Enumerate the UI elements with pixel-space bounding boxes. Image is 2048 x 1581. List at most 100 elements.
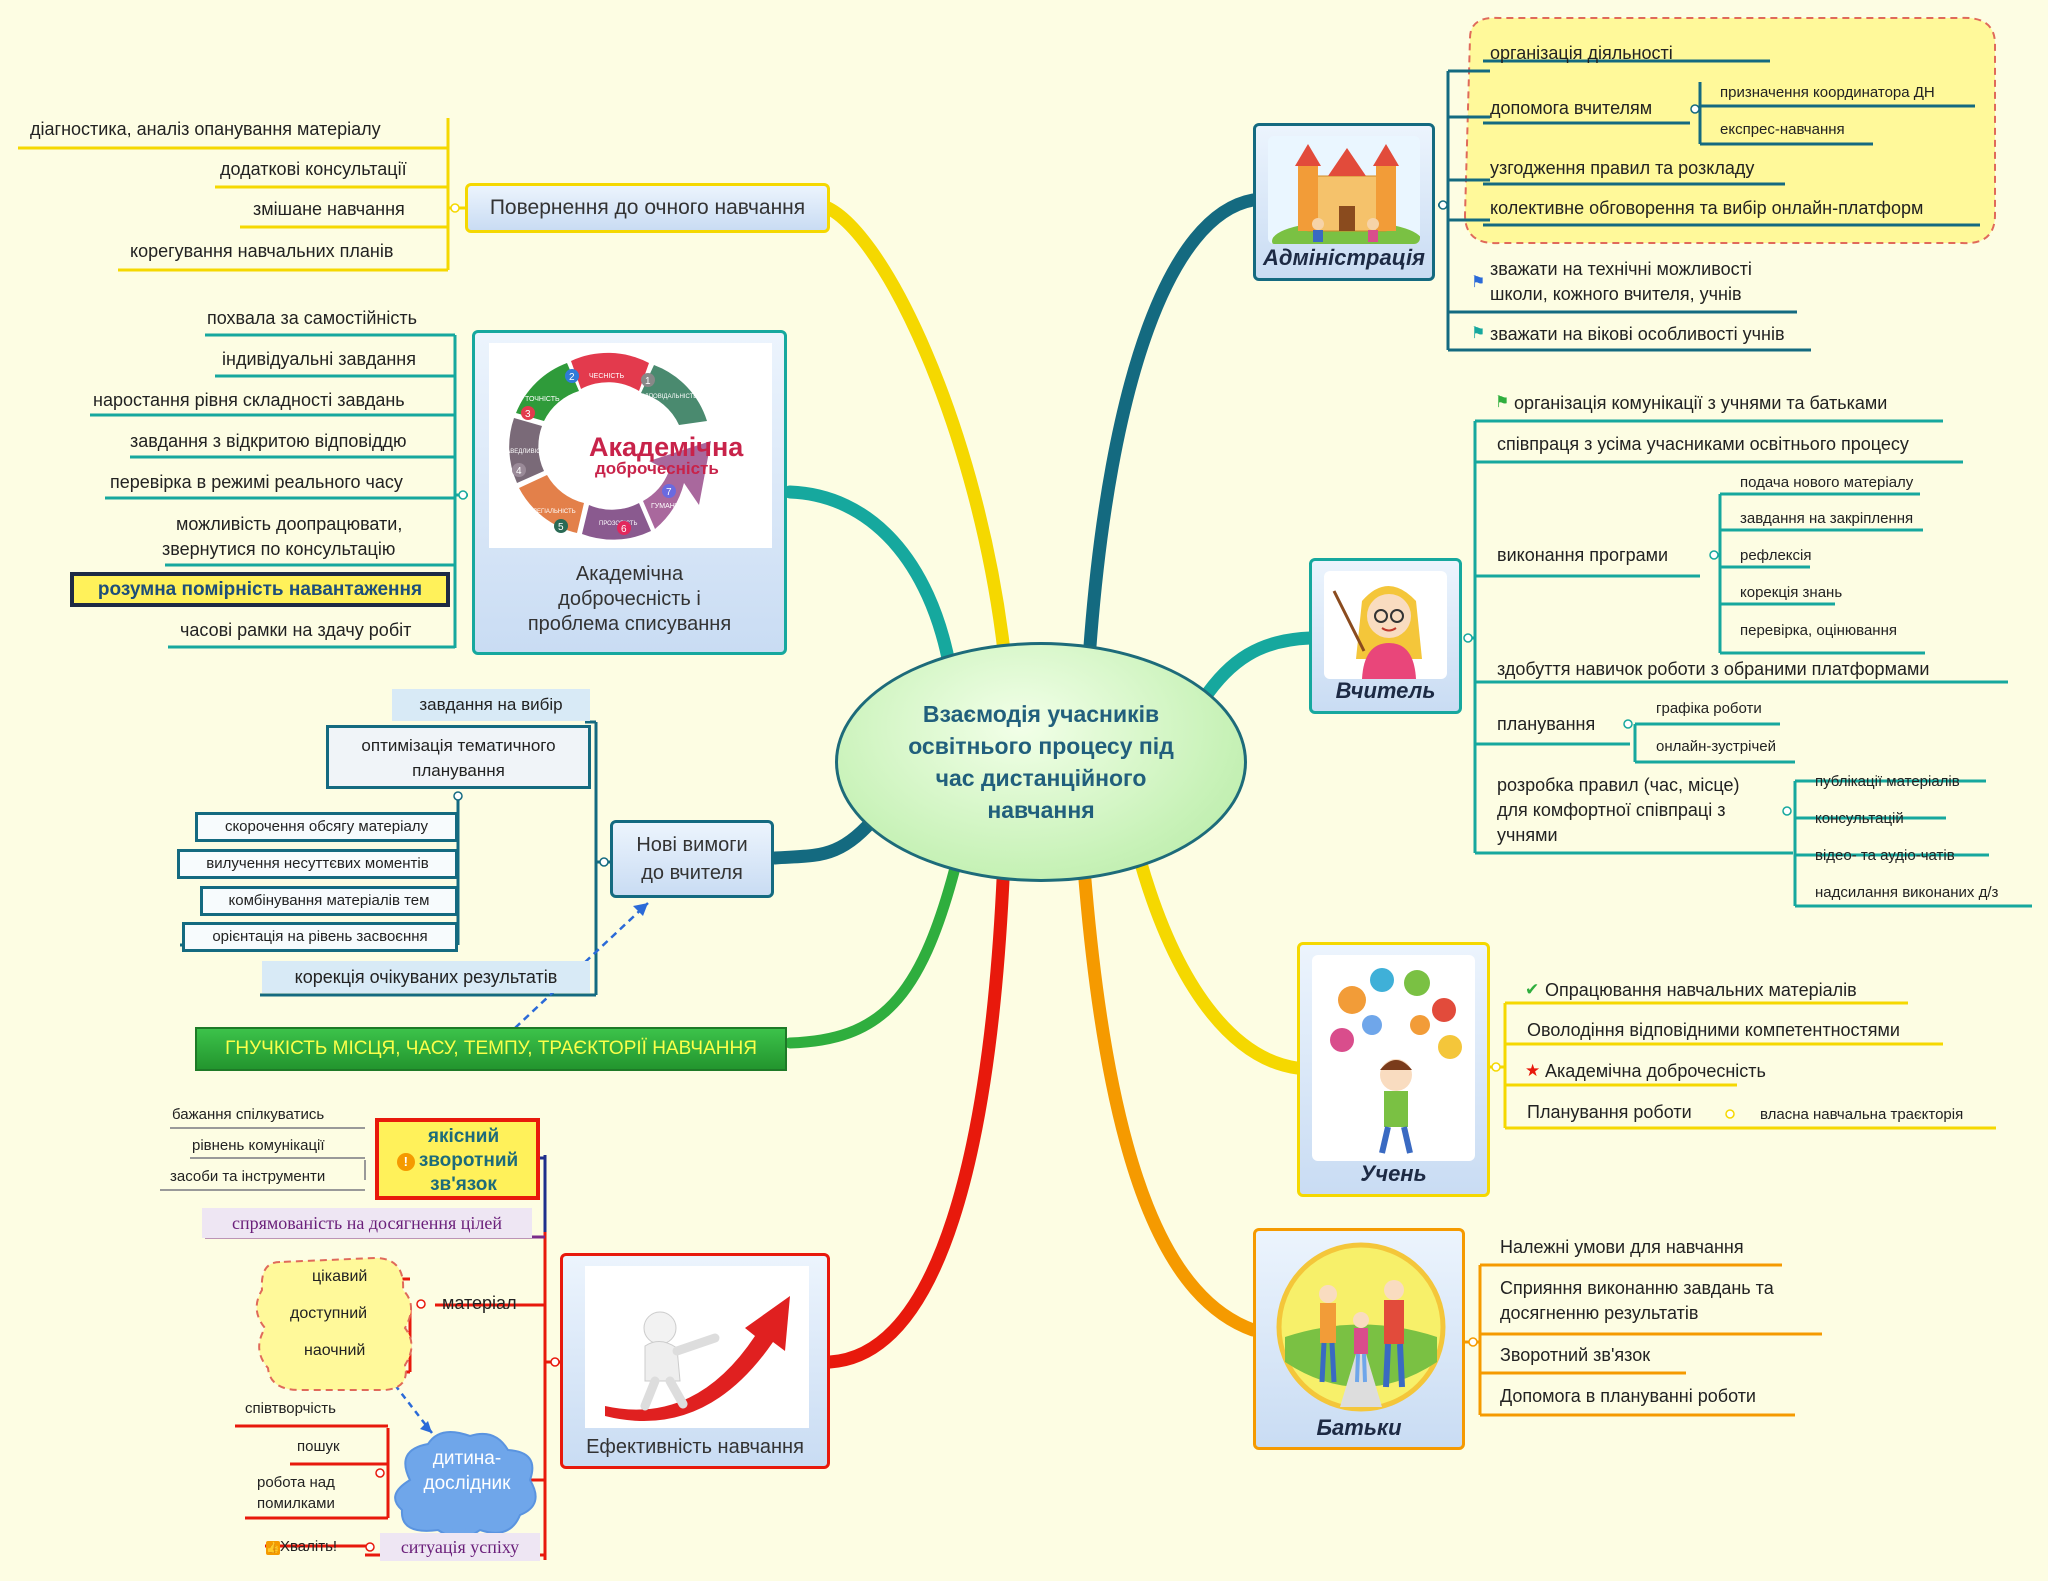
planning-sub-2[interactable]: онлайн-зустрічей [1656, 738, 1776, 755]
return-node[interactable]: Повернення до очного навчання [465, 183, 830, 233]
program-sub-2[interactable]: завдання на закріплення [1740, 510, 1914, 527]
student-item-1[interactable]: Опрацювання навчальних матеріалів [1545, 980, 1857, 1000]
central-topic-title: Взаємодія учасників освітнього процесу п… [908, 701, 1174, 823]
wheel-num-7: 7 [666, 487, 672, 498]
material-sub-2[interactable]: доступний [290, 1305, 368, 1322]
admin-item-3[interactable]: узгодження правил та розкладу [1490, 158, 1755, 178]
return-item-1[interactable]: діагностика, аналіз опанування матеріалу [30, 119, 381, 139]
wheel-num-1: 1 [645, 376, 651, 387]
requirements-node[interactable]: Нові вимоги до вчителя [610, 820, 774, 898]
material-sub-3[interactable]: наочний [304, 1342, 366, 1359]
material-node[interactable]: матеріал [442, 1293, 517, 1313]
feedback-sub-2[interactable]: рівнень комунікації [192, 1137, 325, 1154]
academic-item-4[interactable]: завдання з відкритою відповіддю [130, 431, 407, 451]
req-optim-sub-1[interactable]: скорочення обсягу матеріалу [195, 812, 458, 842]
return-item-2[interactable]: додаткові консультації [220, 159, 407, 179]
req-optim[interactable]: оптимізація тематичного планування [326, 725, 591, 789]
planning-sub-1[interactable]: графіка роботи [1656, 700, 1762, 717]
student-label: Учень [1360, 1161, 1427, 1186]
academic-item-2[interactable]: індивідуальні завдання [222, 349, 416, 369]
central-topic[interactable]: Взаємодія учасників освітнього процесу п… [835, 642, 1247, 882]
teacher-item-4[interactable]: здобуття навичок роботи з обраними платф… [1497, 659, 1930, 679]
academic-highlight-text: розумна помірність навантаження [97, 579, 423, 600]
rules-line-1[interactable]: розробка правил (час, місце) [1497, 775, 1740, 795]
rules-sub-4[interactable]: надсилання виконаних д/з [1815, 884, 1999, 901]
teacher-item-2[interactable]: співпраця з усіма учасниками освітнього … [1497, 434, 1909, 454]
program-sub-3[interactable]: рефлексія [1740, 547, 1812, 564]
goal-node[interactable]: спрямованість на досягнення цілей [202, 1208, 532, 1238]
student-node[interactable]: Учень [1297, 942, 1490, 1197]
child-node[interactable]: дитина- дослідник [408, 1446, 526, 1496]
child-line-1: дитина- [432, 1448, 502, 1469]
admin-extra-2[interactable]: зважати на вікові особливості учнів [1490, 324, 1785, 344]
academic-node[interactable]: ЧЕСНІСТЬ ВІДПОВІДАЛЬНІСТЬ ТОЧНІСТЬ СПРАВ… [472, 330, 787, 655]
academic-item-3[interactable]: наростання рівня складності завдань [93, 390, 405, 410]
parents-item-4[interactable]: Допомога в плануванні роботи [1500, 1386, 1756, 1406]
admin-extra-1b[interactable]: школи, кожного вчителя, учнів [1490, 284, 1742, 304]
feedback-line-1: якісний [427, 1126, 500, 1147]
admin-help-sub-2[interactable]: експрес-навчання [1720, 121, 1845, 138]
academic-item-1[interactable]: похвала за самостійність [207, 308, 417, 328]
rules-sub-1[interactable]: публікації матеріалів [1815, 773, 1960, 790]
efficiency-node[interactable]: Ефективність навчання [560, 1253, 830, 1469]
parents-item-3[interactable]: Зворотний зв'язок [1500, 1345, 1651, 1365]
teacher-item-5[interactable]: планування [1497, 714, 1596, 734]
academic-item-5[interactable]: перевірка в режимі реального часу [110, 472, 403, 492]
rules-sub-3[interactable]: відео- та аудіо-чатів [1815, 847, 1955, 864]
program-sub-1[interactable]: подача нового матеріалу [1740, 474, 1914, 491]
program-sub-5[interactable]: перевірка, оцінювання [1740, 622, 1897, 639]
parents-item-2b[interactable]: досягненню результатів [1500, 1303, 1699, 1323]
student-item-3[interactable]: Академічна доброчесність [1545, 1061, 1766, 1081]
program-sub-4[interactable]: корекція знань [1740, 584, 1843, 601]
req-optim-sub-2[interactable]: вилучення несуттєвих моментів [177, 849, 458, 879]
teacher-item-3[interactable]: виконання програми [1497, 545, 1669, 565]
success-node[interactable]: ситуація успіху [380, 1533, 540, 1561]
admin-item-2[interactable]: допомога вчителям [1490, 98, 1653, 118]
wheel-num-4: 4 [516, 466, 522, 477]
rules-sub-2[interactable]: консультацій [1815, 810, 1904, 827]
parents-item-2a[interactable]: Сприяння виконанню завдань та [1500, 1278, 1774, 1298]
req-choice[interactable]: завдання на вибір [392, 689, 590, 721]
student-item-4[interactable]: Планування роботи [1527, 1102, 1692, 1122]
feedback-sub-3[interactable]: засоби та інструменти [170, 1168, 326, 1185]
admin-help-sub-1[interactable]: призначення координатора ДН [1720, 84, 1935, 101]
admin-extra-1[interactable]: зважати на технічні можливості [1490, 259, 1752, 279]
return-item-3[interactable]: змішане навчання [253, 199, 405, 219]
material-sub-1[interactable]: цікавий [312, 1268, 368, 1285]
child-sub-2[interactable]: пошук [297, 1438, 340, 1455]
rules-line-3[interactable]: учнями [1497, 825, 1558, 845]
teacher-item-1[interactable]: організація комунікації з учнями та бать… [1514, 393, 1888, 413]
admin-item-1[interactable]: організація діяльності [1490, 43, 1673, 63]
req-correction[interactable]: корекція очікуваних результатів [262, 961, 590, 993]
academic-title-3: проблема списування [527, 613, 732, 635]
flag-teal-icon: ⚑ [1471, 325, 1486, 342]
return-item-4[interactable]: корегування навчальних планів [130, 241, 394, 261]
req-optim-sub-3[interactable]: комбінування матеріалів тем [200, 886, 458, 916]
parents-item-1[interactable]: Належні умови для навчання [1500, 1237, 1744, 1257]
req-optim-sub-4[interactable]: орієнтація на рівень засвоєння [182, 922, 458, 952]
parents-node[interactable]: Батьки [1253, 1228, 1465, 1450]
flag-green-icon: ⚑ [1495, 394, 1510, 411]
academic-item-8[interactable]: часові рамки на здачу робіт [180, 620, 412, 640]
thumbs-up-icon: 👍 [266, 1541, 280, 1555]
academic-item-6a[interactable]: можливість доопрацювати, [176, 514, 403, 534]
student-planning-sub[interactable]: власна навчальна траєкторія [1760, 1106, 1964, 1123]
admin-node[interactable]: Адміністрація [1253, 123, 1435, 281]
feedback-sub-1[interactable]: бажання спілкуватись [172, 1106, 325, 1123]
child-sub-3a[interactable]: робота над [257, 1474, 335, 1491]
admin-item-4[interactable]: колективне обговорення та вибір онлайн-п… [1490, 198, 1924, 218]
academic-item-6b[interactable]: звернутися по консультацію [162, 539, 396, 559]
flex-node[interactable]: ГНУЧКІСТЬ МІСЦЯ, ЧАСУ, ТЕМПУ, ТРАЄКТОРІЇ… [195, 1027, 787, 1071]
teacher-node[interactable]: Вчитель [1309, 558, 1462, 714]
feedback-node[interactable]: якісний !зворотний зв'язок [375, 1118, 540, 1200]
req-title-1: Нові вимоги [636, 834, 748, 856]
child-sub-3b[interactable]: помилками [257, 1495, 335, 1512]
academic-highlight[interactable]: розумна помірність навантаження [70, 572, 450, 607]
req-optim-sub-1-text: скорочення обсягу матеріалу [224, 818, 429, 835]
student-item-2[interactable]: Оволодіння відповідними компетентностями [1527, 1020, 1900, 1040]
praise-item[interactable]: 👍Хваліть! [266, 1536, 337, 1558]
rules-line-2[interactable]: для комфортної співпраці з [1497, 800, 1726, 820]
admin-cloud [1463, 16, 1996, 245]
wheel-num-2: 2 [569, 372, 575, 383]
child-sub-1[interactable]: співтворчість [245, 1400, 336, 1417]
